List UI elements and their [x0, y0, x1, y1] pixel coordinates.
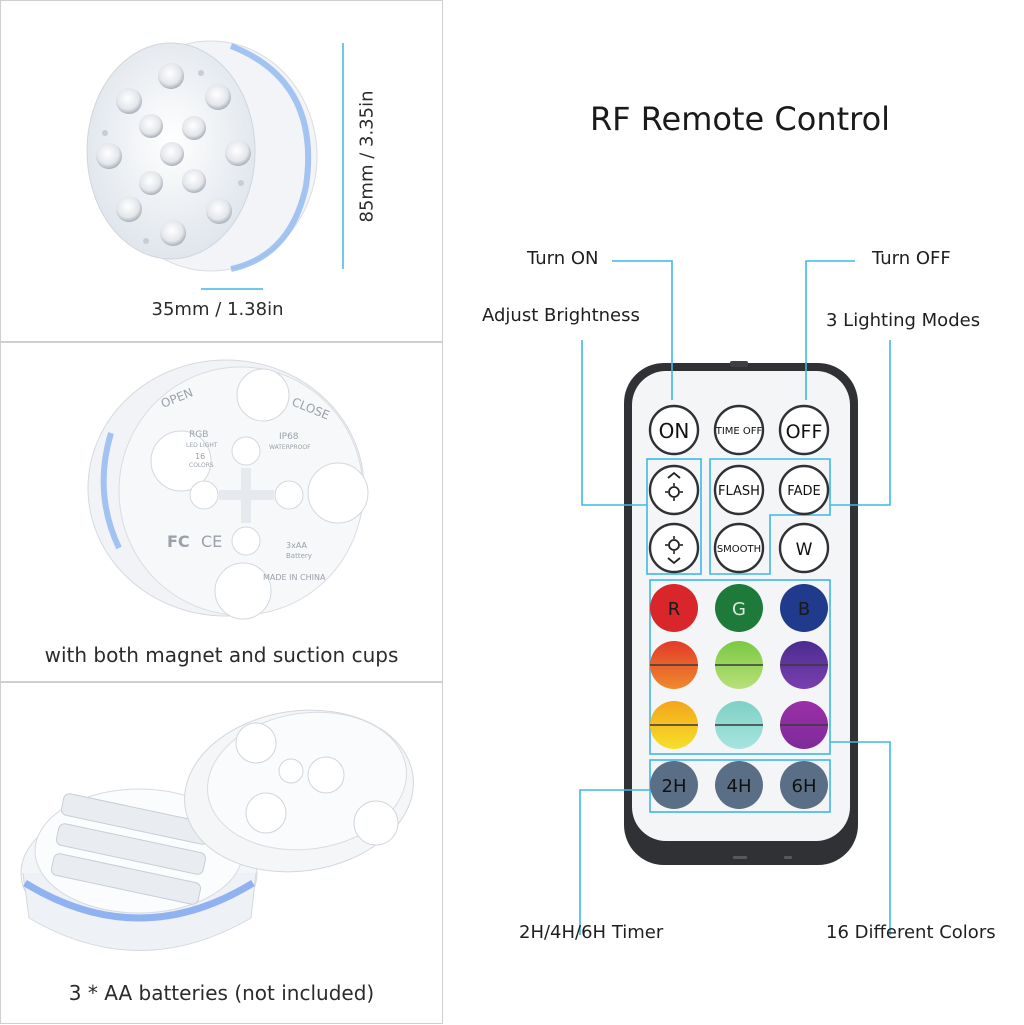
- timer-2h-label: 2H: [662, 776, 687, 797]
- g-button-label: G: [732, 599, 746, 620]
- waterproof-mark: WATERPROOF: [269, 444, 311, 451]
- colors-label: 16 Different Colors: [826, 922, 996, 943]
- led-light-mark: LED LIGHT: [186, 442, 218, 449]
- led-array: [96, 63, 251, 246]
- width-label: 35mm / 1.38in: [151, 299, 284, 320]
- light-front-illustration: [86, 40, 344, 290]
- svg-text:CE: CE: [201, 532, 222, 551]
- off-button-label: OFF: [786, 421, 823, 443]
- sixteen-mark: 16: [195, 452, 205, 461]
- ip68-mark: IP68: [279, 432, 299, 442]
- r-button-label: R: [668, 599, 681, 620]
- brightness-label: Adjust Brightness: [482, 305, 640, 326]
- fade-button-label: FADE: [787, 484, 820, 499]
- on-button-label: ON: [659, 419, 690, 443]
- smooth-button-label: SMOOTH: [717, 544, 761, 555]
- height-label: 85mm / 3.35in: [356, 90, 378, 223]
- battery-type-mark: 3xAA: [286, 541, 308, 550]
- b-button-label: B: [798, 599, 810, 620]
- colors-mark: COLORS: [189, 462, 214, 469]
- battery-caption: 3 * AA batteries (not included): [68, 981, 375, 1005]
- time-off-button-label: TIME OFF: [715, 426, 763, 437]
- timer-label: 2H/4H/6H Timer: [519, 922, 664, 943]
- back-panel: OPEN CLOSE RGB LED LIGHT 16 COLORS IP68 …: [0, 342, 443, 682]
- battery-panel: 3 * AA batteries (not included): [0, 682, 443, 1024]
- battery-mark: Battery: [286, 552, 312, 560]
- rgb-mark: RGB: [189, 430, 208, 440]
- light-open-illustration: [20, 709, 414, 951]
- remote-title: RF Remote Control: [589, 100, 891, 138]
- w-button-label: W: [796, 540, 813, 560]
- lighting-modes-label: 3 Lighting Modes: [826, 310, 981, 331]
- flash-button-label: FLASH: [718, 484, 760, 499]
- light-back-illustration: OPEN CLOSE RGB LED LIGHT 16 COLORS IP68 …: [87, 359, 369, 620]
- svg-text:FC: FC: [167, 532, 190, 551]
- size-panel: 85mm / 3.35in 35mm / 1.38in: [0, 0, 443, 342]
- turn-on-label: Turn ON: [527, 248, 599, 269]
- timer-4h-label: 4H: [727, 776, 752, 797]
- back-caption: with both magnet and suction cups: [44, 643, 399, 667]
- timer-6h-label: 6H: [792, 776, 817, 797]
- made-in-china-mark: MADE IN CHINA: [263, 573, 326, 582]
- turn-off-label: Turn OFF: [872, 248, 951, 269]
